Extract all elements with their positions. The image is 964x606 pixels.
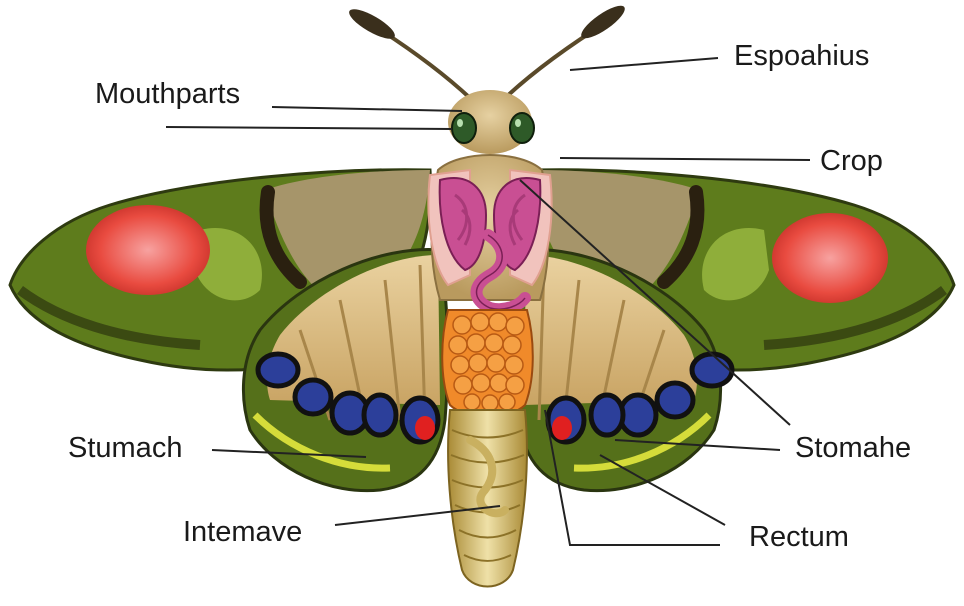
leader-espoahius xyxy=(570,58,718,70)
antennae xyxy=(345,1,628,98)
label-stumach: Stumach xyxy=(68,434,182,463)
abdomen xyxy=(448,410,527,587)
label-mouthparts: Mouthparts xyxy=(95,80,240,109)
leader-mouthparts-upper xyxy=(272,107,462,111)
label-intemave: Intemave xyxy=(183,518,302,547)
label-rectum: Rectum xyxy=(749,523,849,552)
head xyxy=(448,90,534,154)
label-stomahe: Stomahe xyxy=(795,434,911,463)
midgut-organ xyxy=(442,310,533,416)
leader-mouthparts-lower xyxy=(166,127,452,129)
label-crop: Crop xyxy=(820,147,883,176)
leader-crop xyxy=(560,158,810,160)
label-espoahius: Espoahius xyxy=(734,42,869,71)
